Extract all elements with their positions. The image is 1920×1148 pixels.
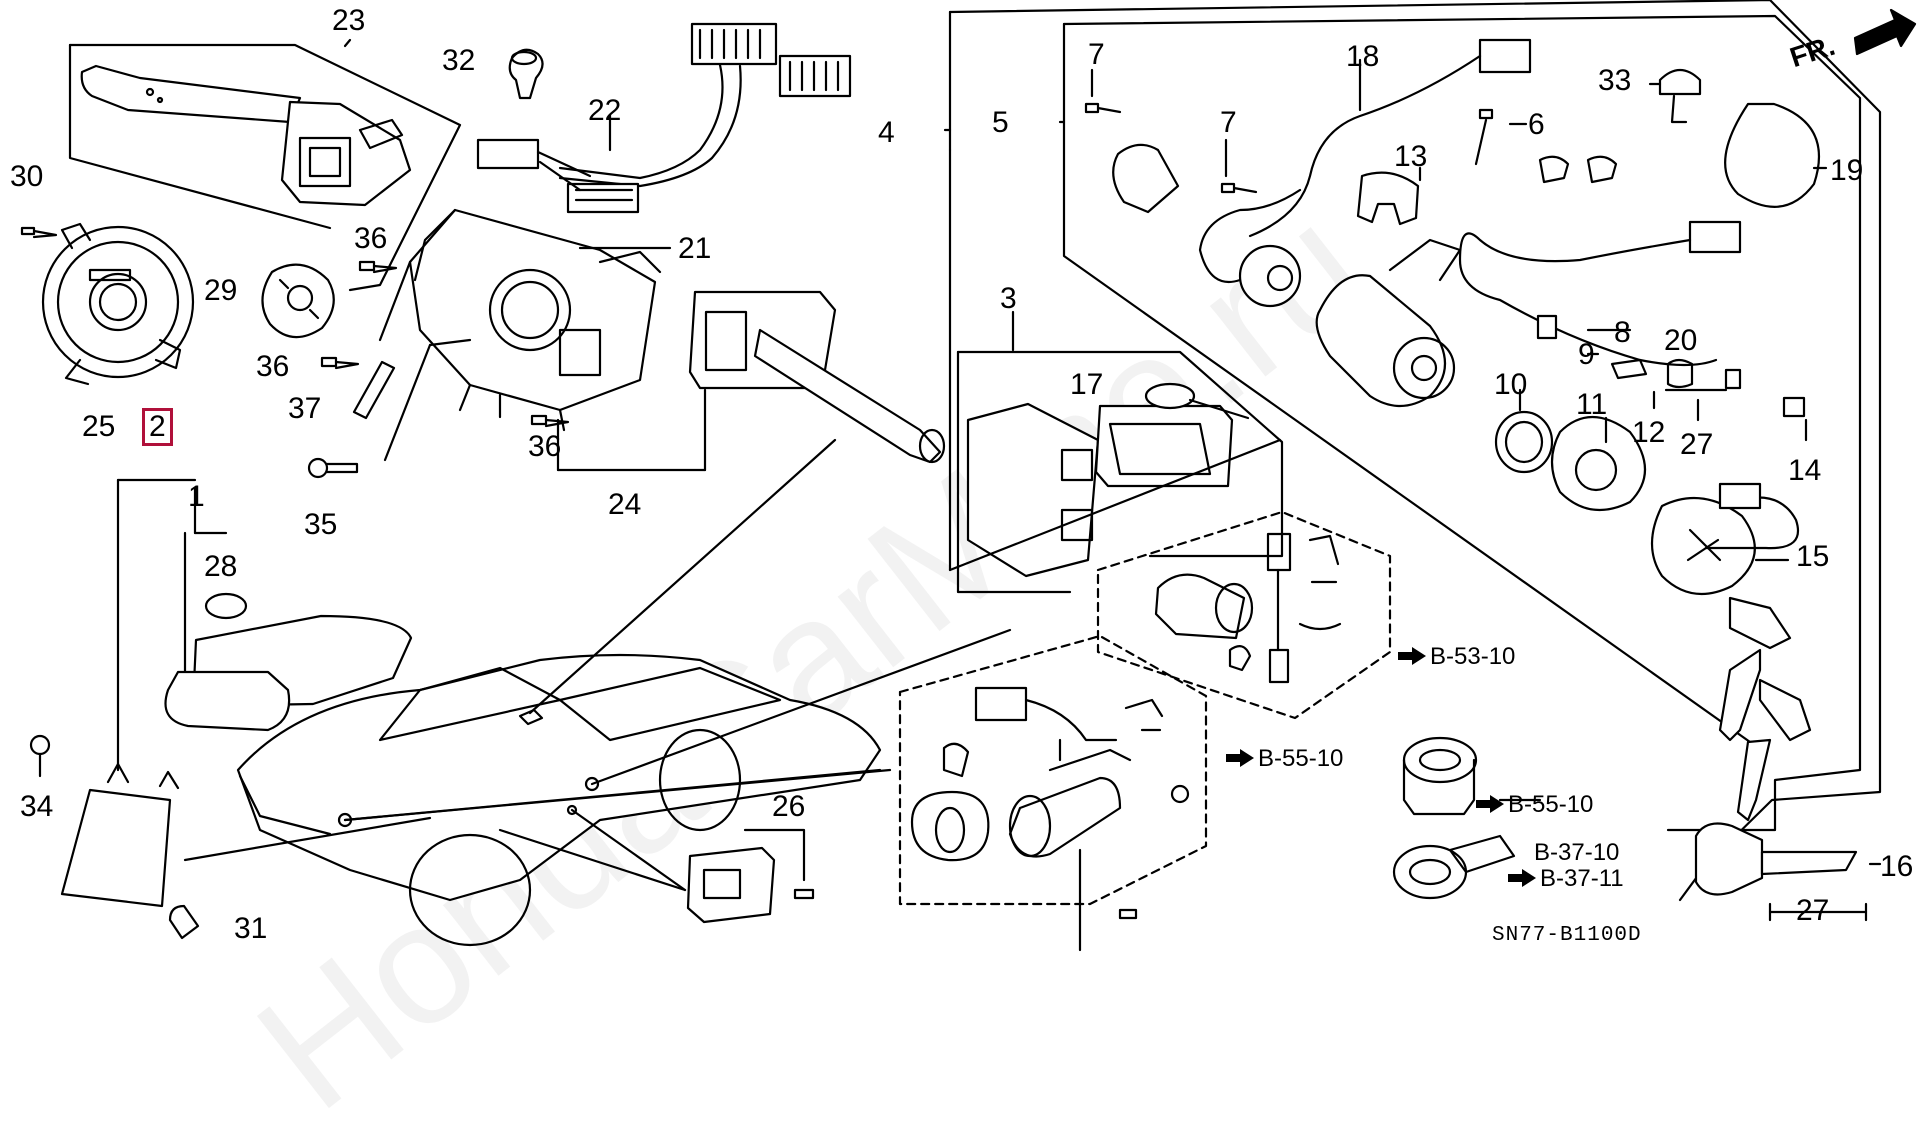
- callout-10[interactable]: 10: [1494, 368, 1528, 401]
- callout-28[interactable]: 28: [204, 550, 238, 583]
- callout-9[interactable]: 9: [1578, 338, 1595, 371]
- callout-27-a[interactable]: 27: [1680, 428, 1714, 461]
- reference-link-b-37-10[interactable]: B-37-10: [1534, 840, 1619, 866]
- callout-8[interactable]: 8: [1614, 316, 1631, 349]
- callout-19[interactable]: 19: [1830, 154, 1864, 187]
- callout-25[interactable]: 25: [82, 410, 116, 443]
- callout-21[interactable]: 21: [678, 232, 712, 265]
- callout-7-b[interactable]: 7: [1220, 106, 1237, 139]
- callout-20[interactable]: 20: [1664, 324, 1698, 357]
- callout-36-a[interactable]: 36: [354, 222, 388, 255]
- diagram-code: SN77-B1100D: [1492, 924, 1642, 947]
- callout-35[interactable]: 35: [304, 508, 338, 541]
- callout-lines-right: [1090, 58, 1828, 562]
- arrow-right-icon: [1508, 873, 1522, 882]
- callout-18[interactable]: 18: [1346, 40, 1380, 73]
- wiper-switch-part: [688, 290, 946, 464]
- bracket-part-29: [261, 263, 335, 339]
- door-lock-group-1: [1096, 510, 1392, 720]
- callout-6[interactable]: 6: [1528, 108, 1545, 141]
- callout-27-b[interactable]: 27: [1796, 894, 1830, 927]
- callout-13[interactable]: 13: [1394, 140, 1428, 173]
- arrow-right-icon: [1476, 799, 1490, 808]
- callout-32[interactable]: 32: [442, 44, 476, 77]
- callout-23[interactable]: 23: [332, 4, 366, 37]
- front-arrow-icon: [1853, 8, 1917, 56]
- arrow-right-icon-head: [1240, 748, 1254, 767]
- diagram-drawing: [20, 0, 1917, 952]
- arrow-right-icon-head: [1522, 868, 1536, 887]
- control-unit-group: [29, 478, 413, 940]
- immobilizer-frame: [956, 310, 1284, 594]
- leader-lines-left: [343, 38, 707, 472]
- arrow-right-icon: [1398, 651, 1412, 660]
- reference-text: B-37-10: [1534, 839, 1620, 866]
- reference-text: B-55-10: [1508, 791, 1594, 818]
- callout-7-a[interactable]: 7: [1088, 38, 1105, 71]
- reference-text: B-55-10: [1258, 745, 1344, 772]
- door-lock-group-2-parts: [910, 686, 1190, 952]
- callout-22[interactable]: 22: [588, 94, 622, 127]
- lock-cylinder-parts: [1392, 736, 1516, 900]
- callout-36-b[interactable]: 36: [256, 350, 290, 383]
- callout-3[interactable]: 3: [1000, 282, 1017, 315]
- arrow-right-icon: [1226, 753, 1240, 762]
- callout-2-highlighted[interactable]: 2: [142, 408, 173, 446]
- callout-17[interactable]: 17: [1070, 368, 1104, 401]
- callout-33[interactable]: 33: [1598, 64, 1632, 97]
- ignition-parts: [1084, 38, 1821, 822]
- turn-signal-switch-frame: [68, 43, 462, 292]
- connector-harness-part: [476, 22, 852, 214]
- screw-part-30: [20, 226, 58, 239]
- callout-14[interactable]: 14: [1788, 454, 1822, 487]
- callout-26[interactable]: 26: [772, 790, 806, 823]
- reference-link-b-55-10-a[interactable]: B-55-10: [1226, 746, 1343, 772]
- arrow-right-icon-head: [1490, 794, 1504, 813]
- callout-12[interactable]: 12: [1632, 416, 1666, 449]
- reference-text: B-37-11: [1540, 865, 1624, 892]
- clip-part-32: [508, 48, 544, 100]
- callout-34[interactable]: 34: [20, 790, 54, 823]
- callout-30[interactable]: 30: [10, 160, 44, 193]
- reference-link-b-53-10[interactable]: B-53-10: [1398, 644, 1515, 670]
- reference-link-b-55-10-b[interactable]: B-55-10: [1476, 792, 1593, 818]
- callout-4[interactable]: 4: [878, 116, 895, 149]
- reference-link-b-37-11[interactable]: B-37-11: [1508, 866, 1624, 892]
- callout-24[interactable]: 24: [608, 488, 642, 521]
- callout-31[interactable]: 31: [234, 912, 268, 945]
- callout-5[interactable]: 5: [992, 106, 1009, 139]
- door-switch-part-26: [686, 828, 815, 924]
- bolt-part-35: [307, 457, 359, 479]
- callout-11[interactable]: 11: [1576, 388, 1608, 421]
- car-silhouette: [236, 653, 882, 947]
- callout-37[interactable]: 37: [288, 392, 322, 425]
- callout-16[interactable]: 16: [1880, 850, 1914, 883]
- car-leader-lines: [183, 438, 1012, 892]
- callout-29[interactable]: 29: [204, 274, 238, 307]
- door-lock-group-2: [898, 634, 1208, 906]
- door-lock-group-1-parts: [1154, 532, 1342, 684]
- pin-part-37: [352, 360, 396, 420]
- parts-diagram: HondaCarMine.ru: [10, 0, 1917, 1146]
- callout-36-c[interactable]: 36: [528, 430, 562, 463]
- callout-1[interactable]: 1: [188, 480, 205, 513]
- turn-signal-switch-part: [80, 64, 412, 207]
- reference-text: B-53-10: [1430, 643, 1516, 670]
- callout-15[interactable]: 15: [1796, 540, 1830, 573]
- key-part-16: [1694, 822, 1882, 922]
- switch-body-part-21: [408, 208, 662, 432]
- screw-parts-36: [320, 260, 570, 428]
- cable-reel-part: [41, 222, 195, 386]
- arrow-right-icon-head: [1412, 646, 1426, 665]
